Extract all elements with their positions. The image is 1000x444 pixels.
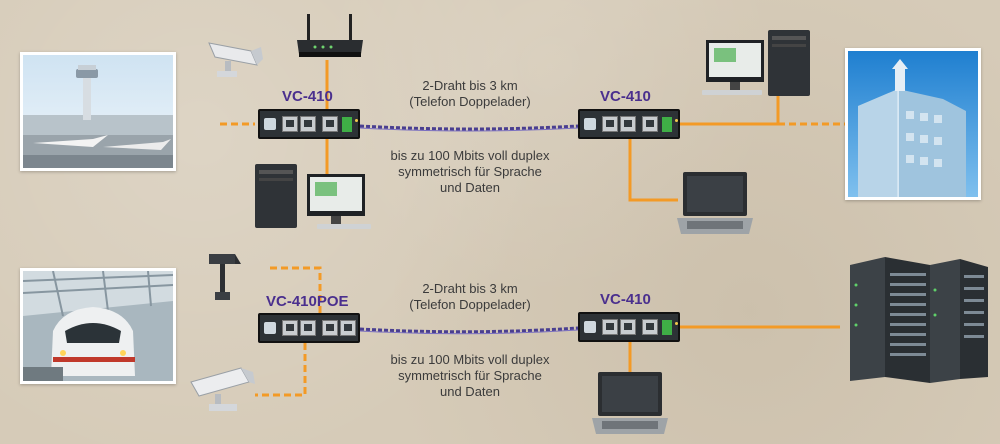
speed-text-line: bis zu 100 Mbits voll duplex (390, 352, 550, 367)
speed-description-text: bis zu 100 Mbits voll duplex symmetrisch… (365, 352, 575, 400)
rj45-port (340, 320, 356, 336)
rj45-port (282, 116, 298, 132)
vc410poe-device-bottom-left (258, 313, 360, 343)
rj45-port (620, 116, 636, 132)
terminal-block (662, 320, 672, 335)
status-led (355, 119, 358, 122)
two-wire-cable (359, 326, 579, 334)
terminal-block (342, 117, 352, 132)
wire-text-line: (Telefon Doppelader) (409, 94, 531, 109)
rj45-port (602, 319, 618, 335)
desktop-pc-icon (255, 164, 371, 229)
wire-text-line: 2-Draht bis 3 km (422, 281, 518, 296)
speed-description-text: bis zu 100 Mbits voll duplex symmetrisch… (365, 148, 575, 196)
two-wire-cable (359, 329, 579, 335)
wifi-router-icon (297, 14, 363, 57)
device-label: VC-410 (600, 88, 651, 105)
device-badge (584, 118, 596, 130)
wire-text-line: 2-Draht bis 3 km (422, 78, 518, 93)
dome-camera-icon (209, 254, 241, 300)
device-badge (584, 321, 596, 333)
rj45-port (322, 116, 338, 132)
device-label: VC-410 (282, 88, 333, 105)
security-camera-icon (208, 42, 263, 77)
speed-text-line: symmetrisch für Sprache (398, 164, 542, 179)
device-label: VC-410POE (266, 293, 349, 310)
rj45-port (282, 320, 298, 336)
rj45-port (602, 116, 618, 132)
ethernet-cable (628, 138, 678, 202)
rj45-port (620, 319, 636, 335)
speed-text-line: symmetrisch für Sprache (398, 368, 542, 383)
ethernet-cable (680, 96, 780, 126)
high-speed-train-photo (20, 268, 176, 384)
ethernet-cable (255, 343, 307, 397)
wire-distance-text: 2-Draht bis 3 km (Telefon Doppelader) (390, 281, 550, 313)
terminal-block (662, 117, 672, 132)
status-led (675, 322, 678, 325)
vc410-device-bottom-right (578, 312, 680, 342)
vc410-device-top-left (258, 109, 360, 139)
ethernet-cable (270, 266, 322, 315)
speed-text-line: und Daten (440, 384, 500, 399)
security-camera-icon (190, 367, 255, 411)
vc410-device-top-right (578, 109, 680, 139)
device-badge (264, 118, 276, 130)
rj45-port (642, 116, 658, 132)
desktop-pc-icon (702, 30, 810, 96)
device-badge (264, 322, 276, 334)
laptop-icon (677, 172, 753, 234)
rj45-port (642, 319, 658, 335)
two-wire-cable (359, 124, 579, 131)
speed-text-line: und Daten (440, 180, 500, 195)
server-rack-icon (850, 257, 988, 383)
speed-text-line: bis zu 100 Mbits voll duplex (390, 148, 550, 163)
rj45-port (300, 116, 316, 132)
two-wire-cable (359, 127, 579, 132)
rj45-port (300, 320, 316, 336)
wire-text-line: (Telefon Doppelader) (409, 297, 531, 312)
status-led (675, 119, 678, 122)
laptop-icon (592, 372, 668, 434)
rj45-port (322, 320, 338, 336)
wire-distance-text: 2-Draht bis 3 km (Telefon Doppelader) (390, 78, 550, 110)
office-building-photo (845, 48, 981, 200)
device-label: VC-410 (600, 291, 651, 308)
airport-tower-photo (20, 52, 176, 171)
